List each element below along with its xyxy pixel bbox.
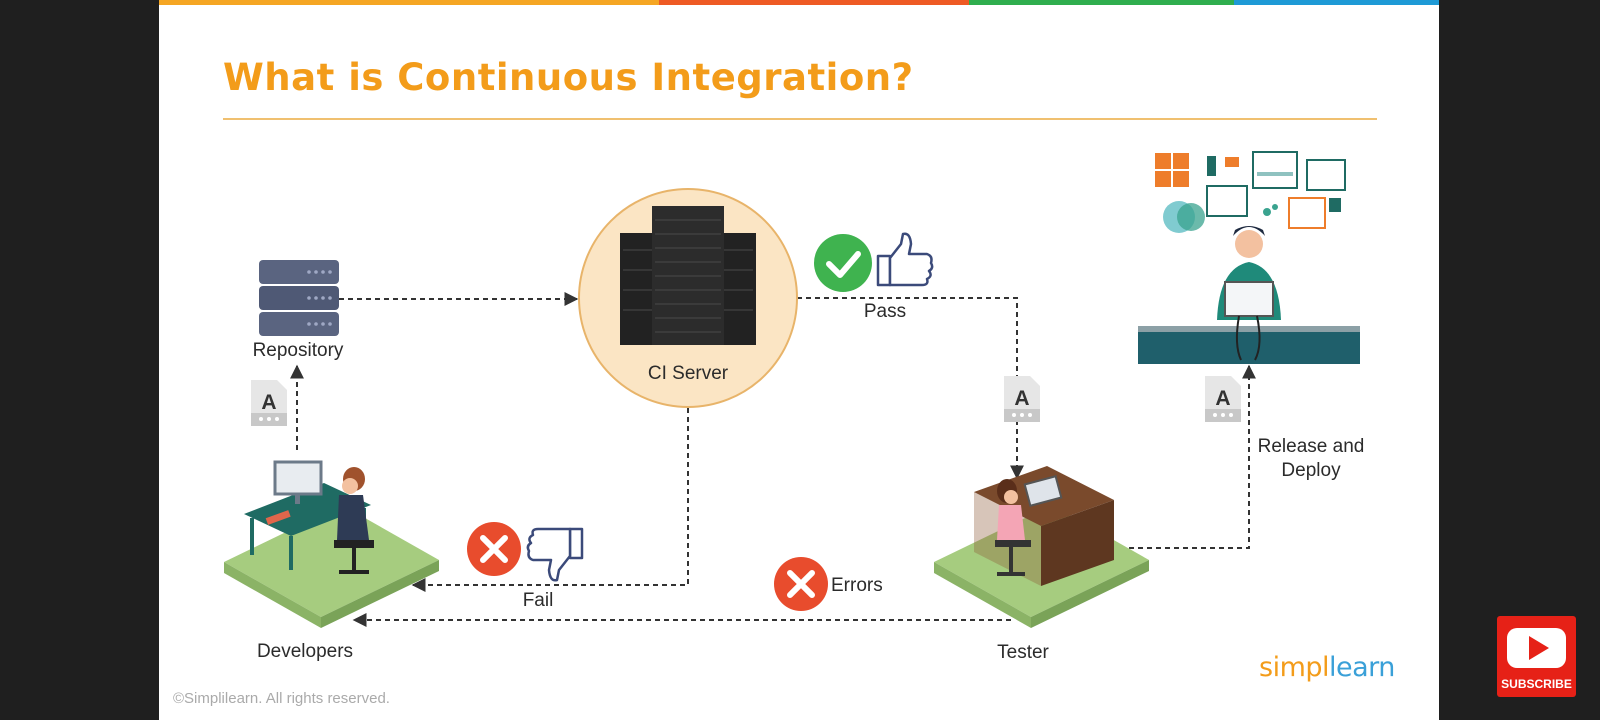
simplilearn-logo: simpllearn [1259,652,1395,683]
pass-label: Pass [863,301,907,322]
ci-fail-to-dev-arrow [411,408,689,592]
color-bar-blue [1234,0,1439,5]
errors-label: Errors [831,575,883,596]
color-bar-green [969,0,1234,5]
ci-server-label: CI Server [647,363,729,384]
color-bar-orange [159,0,659,5]
youtube-subscribe-button[interactable]: SUBSCRIBE [1497,616,1576,697]
artifact-letter: A [261,391,276,414]
artifact-file-icon [1004,376,1040,422]
deploy-illustration [1138,151,1360,364]
ci-to-tester-arrow [797,297,1024,480]
logo-left-text: simpl [1259,652,1330,683]
artifact-file-icon [251,380,287,426]
fail-label: Fail [522,590,554,611]
flow-connectors [290,292,1256,627]
copyright-notice: ©Simplilearn. All rights reserved. [173,690,390,707]
repository-icon [259,260,339,336]
errors-x-icon [774,557,828,611]
developers-label: Developers [256,641,354,662]
artifact-file-icon [1205,376,1241,422]
developers-illustration [224,460,439,628]
subscribe-label: SUBSCRIBE [1501,677,1572,691]
fail-x-icon [467,522,521,576]
slide: What is Continuous Integration? [159,0,1439,720]
ci-server-icon [578,188,798,408]
release-deploy-label-line2: Deploy [1281,460,1341,481]
slide-title: What is Continuous Integration? [223,56,914,99]
ci-diagram: A A A [224,151,1360,628]
youtube-play-icon [1507,628,1566,668]
artifact-letter: A [1215,387,1230,410]
top-color-bar [159,0,1439,5]
thumbs-up-icon [876,232,934,287]
pass-check-icon [814,234,872,292]
tester-to-deploy-arrow [1129,364,1256,549]
release-deploy-label-line1: Release and [1257,436,1365,457]
repository-label: Repository [252,340,344,361]
color-bar-red [659,0,969,5]
title-underline [223,118,1377,120]
tester-label: Tester [997,642,1049,663]
thumbs-down-icon [526,527,584,582]
tester-illustration [934,466,1149,628]
logo-right-text: learn [1329,652,1395,683]
artifact-letter: A [1014,387,1029,410]
